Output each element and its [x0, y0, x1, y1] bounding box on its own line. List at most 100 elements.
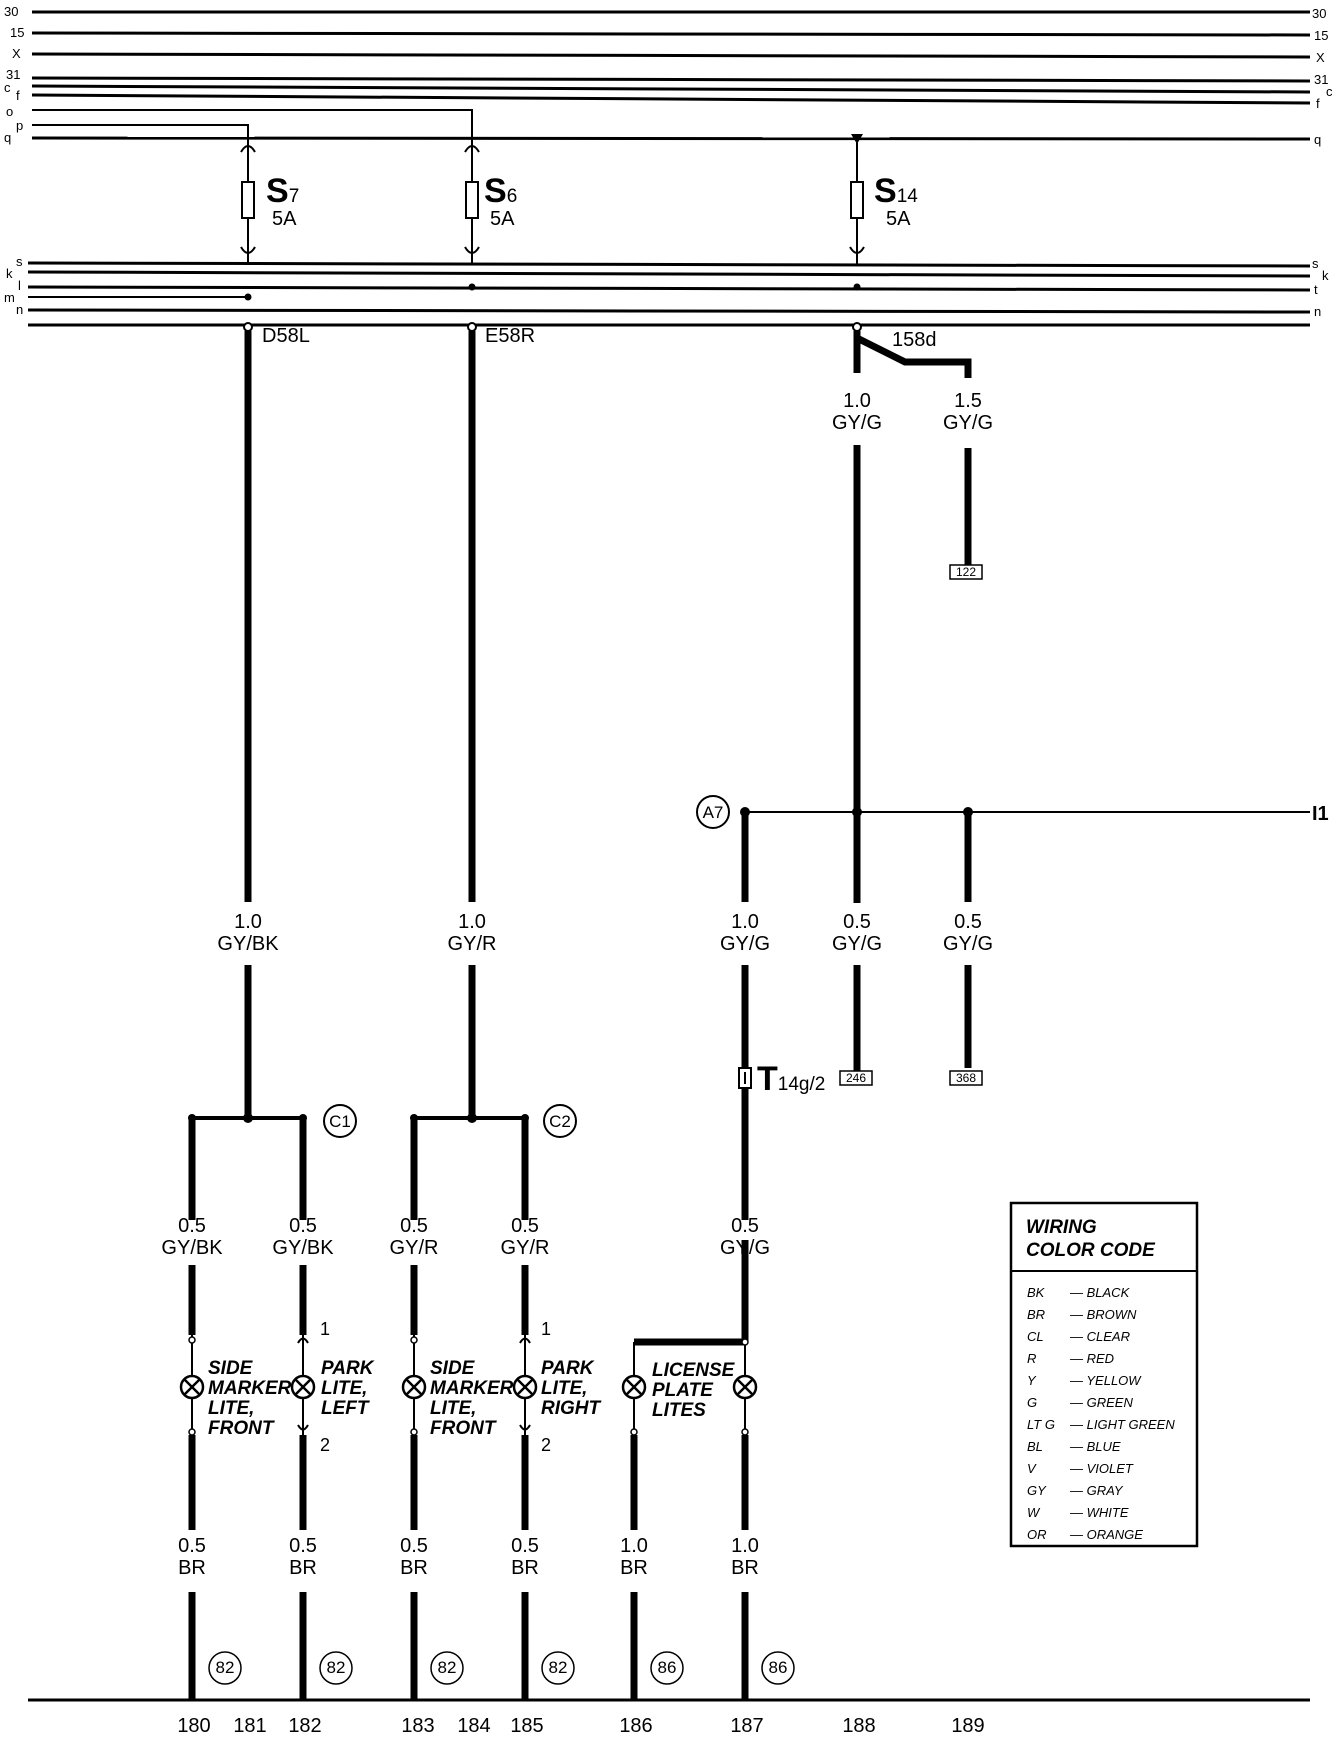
bulb-icon [732, 1374, 758, 1400]
bulb-icon [401, 1374, 427, 1400]
rail-label-right: 15 [1314, 28, 1328, 43]
rail-label-left: p [16, 118, 23, 133]
connector-label: T14g/2 [757, 1060, 825, 1098]
rail-s [27, 261, 1311, 268]
node-158d: 158d [892, 329, 937, 351]
bulb-icon [290, 1374, 316, 1400]
fuse-s14-rating: 5A [886, 208, 911, 230]
wire-color: GY/G [832, 412, 882, 434]
legend-color: — CLEAR [1069, 1329, 1130, 1344]
wire-gauge: 0.5 [843, 911, 871, 933]
rail-label-left: o [6, 104, 13, 119]
svg-text:C2: C2 [549, 1112, 571, 1131]
fuse-s6-label: S6 [484, 172, 517, 210]
legend-color: — WHITE [1069, 1505, 1129, 1520]
legend-color: — GREEN [1069, 1395, 1133, 1410]
wire-color: GY/G [943, 933, 993, 955]
pin-number: 2 [320, 1435, 330, 1455]
rail-label-left: X [12, 46, 21, 61]
track-number: 183 [401, 1715, 434, 1737]
rail-label-left: 31 [6, 67, 20, 82]
node-a7: A7 [696, 795, 730, 829]
track-number: 187 [730, 1715, 763, 1737]
fuse-s7-label: S7 [266, 172, 299, 210]
rail-x [31, 52, 1311, 59]
rail-n [27, 308, 1311, 314]
connector-t14g: T14g/2 [738, 1060, 825, 1220]
ground-86: 86 [650, 1651, 684, 1685]
wire-color: BR [289, 1557, 317, 1579]
wire-gauge: 0.5 [178, 1215, 206, 1237]
wire-gauge: 0.5 [400, 1535, 428, 1557]
lower-rail-labels: s k l m n s k t n [4, 254, 1329, 319]
svg-text:82: 82 [216, 1658, 235, 1677]
rail-label-left: 30 [4, 4, 18, 19]
wire-gauge: 0.5 [511, 1535, 539, 1557]
wire-color: BR [731, 1557, 759, 1579]
track-numbers: 180 181 182 183 184 185 186 187 188 189 [177, 1715, 984, 1737]
wire-gauge: 0.5 [511, 1215, 539, 1237]
wire-gauge: 1.0 [843, 390, 871, 412]
rail-label-right: X [1316, 50, 1325, 65]
pin-number: 2 [541, 1435, 551, 1455]
bulb-icon [512, 1374, 538, 1400]
ref-122: 122 [949, 564, 983, 580]
rail-label-left: l [18, 278, 21, 293]
svg-text:82: 82 [327, 1658, 346, 1677]
bulbs [179, 1374, 758, 1400]
rail-label-left: m [4, 290, 15, 305]
rail-label-right: s [1312, 256, 1319, 271]
track-number: 182 [288, 1715, 321, 1737]
track-number: 185 [510, 1715, 543, 1737]
track-number: 184 [457, 1715, 490, 1737]
component-side-marker-right: SIDE MARKER LITE, FRONT [430, 1358, 519, 1439]
fuse-s6-rating: 5A [490, 208, 515, 230]
node-e58r: E58R [485, 325, 535, 347]
wire-gauge: 0.5 [289, 1215, 317, 1237]
legend-color: — YELLOW [1069, 1373, 1142, 1388]
wire-gauge: 1.5 [954, 390, 982, 412]
legend-color: — VIOLET [1069, 1461, 1134, 1476]
legend-title: WIRING [1026, 1217, 1097, 1238]
wire-color: GY/G [720, 1237, 770, 1259]
legend-color: — BLACK [1069, 1285, 1131, 1300]
component-park-lite-right: PARK LITE, RIGHT [541, 1358, 602, 1419]
legend-code: BL [1027, 1439, 1043, 1454]
ground-82: 82 [319, 1651, 353, 1685]
legend-color: — LIGHT GREEN [1069, 1417, 1175, 1432]
rail-label-left: s [16, 254, 23, 269]
wire-color: GY/BK [161, 1237, 223, 1259]
legend-code: BR [1027, 1307, 1045, 1322]
ground-86: 86 [761, 1651, 795, 1685]
svg-text:86: 86 [769, 1658, 788, 1677]
track-number: 188 [842, 1715, 875, 1737]
component-license-plate-lites: LICENSE PLATE LITES [652, 1360, 740, 1421]
rail-label-right: 31 [1314, 72, 1328, 87]
bulb-icon [179, 1374, 205, 1400]
legend-code: R [1027, 1351, 1036, 1366]
rail-15 [31, 31, 1311, 37]
wire-color: GY/R [448, 933, 497, 955]
wire-gauge: 0.5 [289, 1535, 317, 1557]
wires [188, 331, 972, 1700]
plug-pins [297, 1337, 531, 1431]
wire-color: GY/R [501, 1237, 550, 1259]
legend-code: LT G [1027, 1417, 1055, 1432]
wire-color: GY/G [832, 933, 882, 955]
wire-color: BR [511, 1557, 539, 1579]
pin-number: 1 [541, 1319, 551, 1339]
track-number: 180 [177, 1715, 210, 1737]
legend-code: GY [1027, 1483, 1047, 1498]
legend-color: — ORANGE [1069, 1527, 1143, 1542]
svg-text:246: 246 [846, 1071, 866, 1085]
svg-text:86: 86 [658, 1658, 677, 1677]
rail-label-right: n [1314, 304, 1321, 319]
track-number: 186 [619, 1715, 652, 1737]
ground-82: 82 [430, 1651, 464, 1685]
component-labels: SIDE MARKER LITE, FRONT PARK LITE, LEFT … [208, 1358, 740, 1439]
svg-text:A7: A7 [703, 803, 724, 822]
legend-title: COLOR CODE [1026, 1240, 1156, 1261]
wire-labels: 1.0 GY/G 1.5 GY/G 1.0 GY/BK 1.0 GY/R 1.0… [161, 390, 993, 1579]
rail-label-right: c [1326, 84, 1333, 99]
